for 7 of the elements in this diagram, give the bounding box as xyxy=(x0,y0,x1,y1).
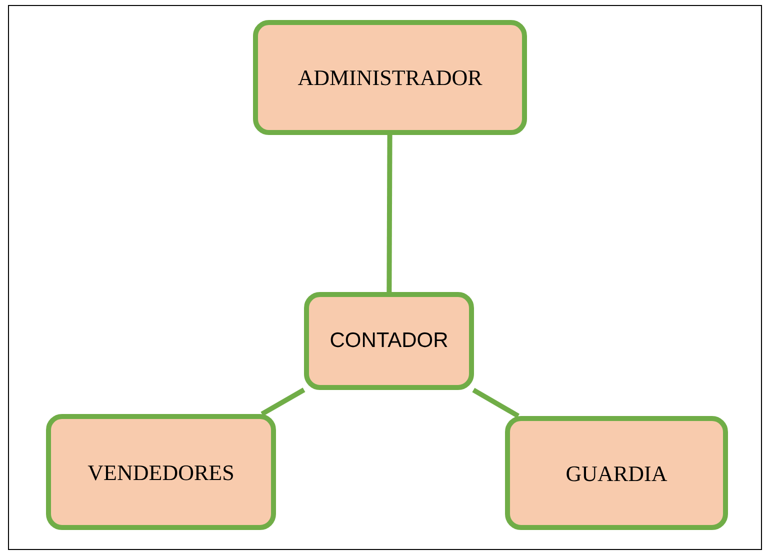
connector-line xyxy=(260,388,306,416)
connector-line xyxy=(472,388,520,418)
role-box: VENDEDORES xyxy=(46,414,276,530)
connector-line xyxy=(386,135,392,292)
role-box: ADMINISTRADOR xyxy=(253,20,527,135)
role-box: CONTADOR xyxy=(304,292,474,390)
role-box: GUARDIA xyxy=(505,416,728,530)
